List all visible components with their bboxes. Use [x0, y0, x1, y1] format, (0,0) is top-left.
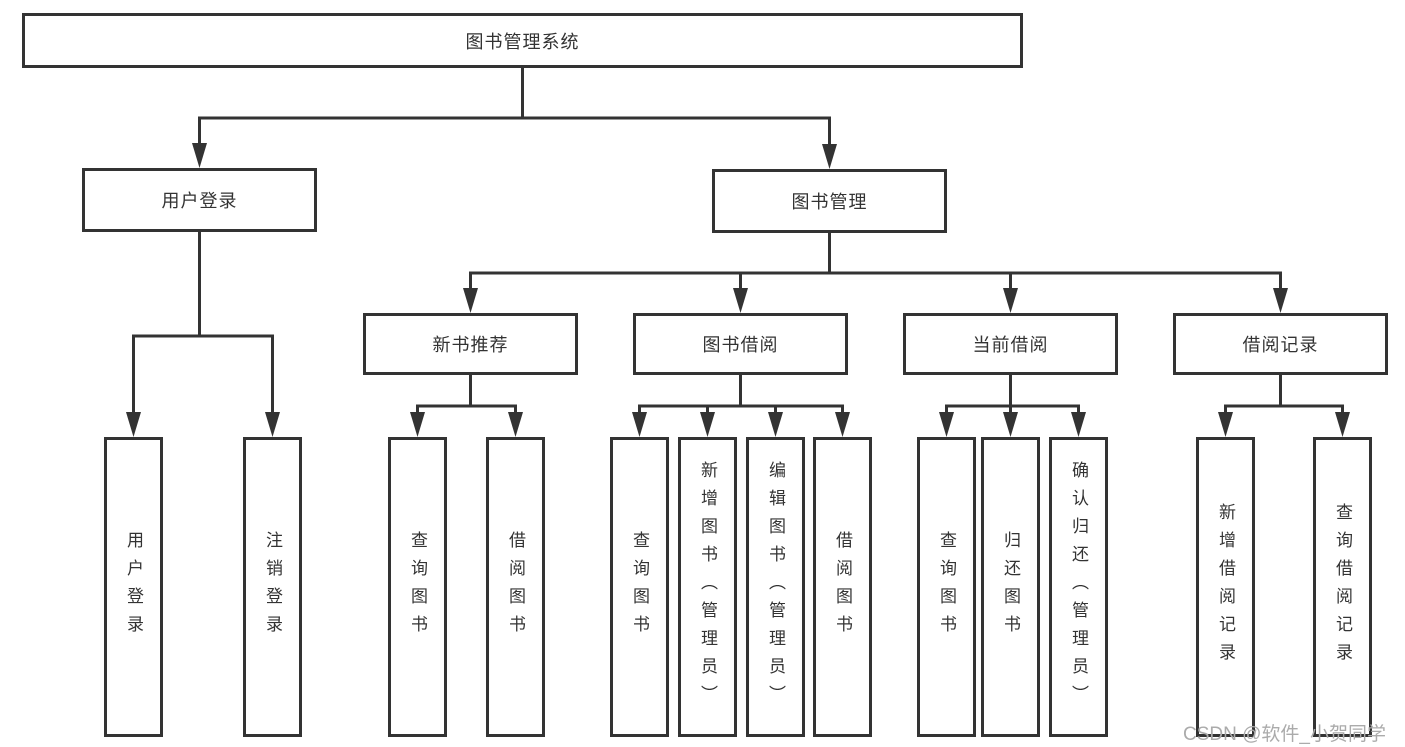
leaf-recommend-borrow-book-label: 借阅图书 — [506, 531, 525, 643]
node-book-borrow-label: 图书借阅 — [702, 335, 779, 355]
node-borrow-record-label: 借阅记录 — [1242, 335, 1319, 355]
leaf-edit-book-admin: 编辑图书（管理员） — [746, 437, 805, 737]
node-book-management: 图书管理 — [712, 169, 947, 233]
leaf-query-borrow-record: 查询借阅记录 — [1313, 437, 1372, 737]
node-book-management-label: 图书管理 — [791, 192, 868, 212]
leaf-query-borrow-record-label: 查询借阅记录 — [1333, 503, 1352, 671]
arrowhead-icons — [126, 143, 1350, 437]
leaf-recommend-query-book-label: 查询图书 — [408, 531, 427, 643]
watermark: CSDN @软件_小贺同学 — [1183, 724, 1386, 745]
leaf-add-book-admin-label: 新增图书（管理员） — [698, 461, 717, 713]
leaf-recommend-borrow-book: 借阅图书 — [486, 437, 545, 737]
node-new-book-recommend: 新书推荐 — [363, 313, 578, 375]
leaf-user-login: 用户登录 — [104, 437, 163, 737]
leaf-borrow-book: 借阅图书 — [813, 437, 872, 737]
node-borrow-record: 借阅记录 — [1173, 313, 1388, 375]
leaf-add-borrow-record-label: 新增借阅记录 — [1216, 503, 1235, 671]
leaf-confirm-return-admin: 确认归还（管理员） — [1049, 437, 1108, 737]
leaf-return-book-label: 归还图书 — [1001, 531, 1020, 643]
leaf-recommend-query-book: 查询图书 — [388, 437, 447, 737]
node-user-login: 用户登录 — [82, 168, 317, 232]
node-current-borrow-label: 当前借阅 — [972, 335, 1049, 355]
leaf-borrow-query-book: 查询图书 — [610, 437, 669, 737]
leaf-logout: 注销登录 — [243, 437, 302, 737]
leaf-edit-book-admin-label: 编辑图书（管理员） — [766, 461, 785, 713]
leaf-current-query-book: 查询图书 — [917, 437, 976, 737]
node-root: 图书管理系统 — [22, 13, 1023, 68]
leaf-add-borrow-record: 新增借阅记录 — [1196, 437, 1255, 737]
leaf-confirm-return-admin-label: 确认归还（管理员） — [1069, 461, 1088, 713]
node-book-borrow: 图书借阅 — [633, 313, 848, 375]
node-current-borrow: 当前借阅 — [903, 313, 1118, 375]
connector-strokes — [132, 68, 1344, 413]
leaf-return-book: 归还图书 — [981, 437, 1040, 737]
leaf-logout-label: 注销登录 — [263, 531, 282, 643]
node-new-book-recommend-label: 新书推荐 — [432, 335, 509, 355]
node-user-login-label: 用户登录 — [161, 191, 238, 211]
leaf-user-login-label: 用户登录 — [124, 531, 143, 643]
leaf-borrow-book-label: 借阅图书 — [833, 531, 852, 643]
leaf-add-book-admin: 新增图书（管理员） — [678, 437, 737, 737]
leaf-borrow-query-book-label: 查询图书 — [630, 531, 649, 643]
leaf-current-query-book-label: 查询图书 — [937, 531, 956, 643]
node-root-label: 图书管理系统 — [465, 31, 580, 52]
